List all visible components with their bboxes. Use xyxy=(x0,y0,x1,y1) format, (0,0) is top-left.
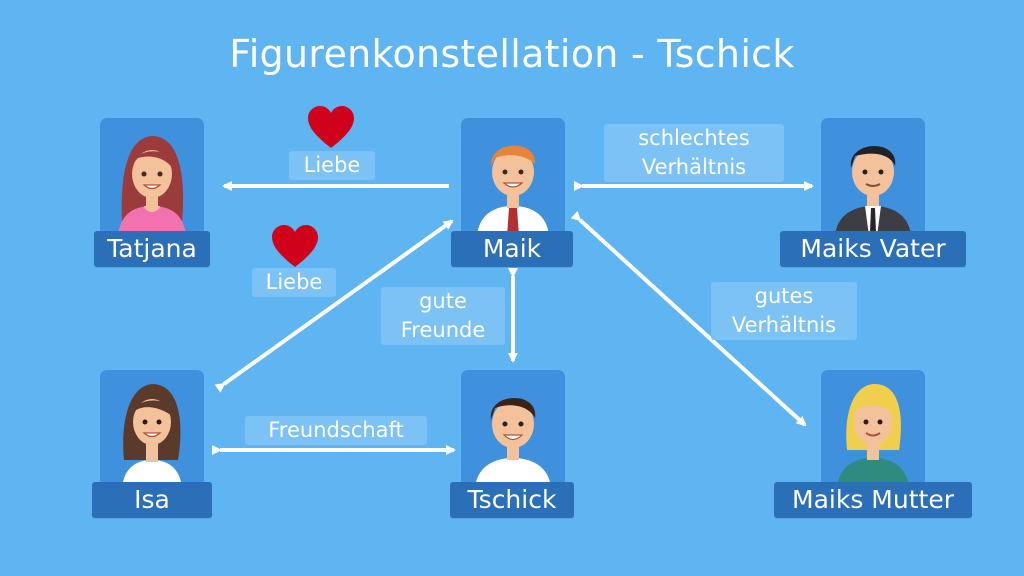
relation-label-isa-tschick: Freundschaft xyxy=(245,416,427,445)
woman-avatar-icon xyxy=(122,384,182,488)
relation-label-line: schlechtes xyxy=(638,126,750,150)
arrow-isa-maik xyxy=(214,219,454,393)
diagram-title: Figurenkonstellation - Tschick xyxy=(229,32,795,76)
relation-label-isa-maik: Liebe xyxy=(252,268,336,297)
woman-avatar-icon xyxy=(837,384,909,488)
relation-label-maik-mutter: gutes Verhältnis xyxy=(711,282,857,340)
relation-label-line: gute xyxy=(419,289,467,313)
relation-label-line: gutes xyxy=(754,284,814,308)
portrait-isa xyxy=(100,370,204,488)
name-tag-isa: Isa xyxy=(92,482,212,518)
portrait-maik xyxy=(461,118,565,236)
relation-label-maik-tatjana: Liebe xyxy=(289,151,375,180)
name-tag-tatjana: Tatjana xyxy=(94,231,210,267)
name-tag-maiks-vater: Maiks Vater xyxy=(780,231,966,267)
portrait-maiks-vater xyxy=(821,118,925,236)
relation-label-line: Freunde xyxy=(400,318,486,342)
relation-label-line: Verhältnis xyxy=(641,155,747,179)
woman-avatar-icon xyxy=(118,136,186,236)
heart-icon xyxy=(308,106,354,148)
name-tag-maik: Maik xyxy=(451,231,573,267)
relation-label-line: Verhältnis xyxy=(731,313,837,337)
heart-icon xyxy=(272,225,318,267)
portrait-maiks-mutter xyxy=(821,370,925,488)
relation-label-maik-vater: schlechtes Verhältnis xyxy=(604,124,784,182)
portrait-tatjana xyxy=(100,118,204,236)
boy-avatar-icon xyxy=(475,397,551,488)
portrait-tschick xyxy=(461,370,565,488)
man-avatar-icon xyxy=(477,145,549,236)
arrow-maik-mutter xyxy=(570,210,807,427)
businessman-avatar-icon xyxy=(835,145,911,236)
name-tag-tschick: Tschick xyxy=(450,482,574,518)
name-tag-maiks-mutter: Maiks Mutter xyxy=(774,482,972,518)
relation-label-maik-tschick: gute Freunde xyxy=(381,287,505,345)
